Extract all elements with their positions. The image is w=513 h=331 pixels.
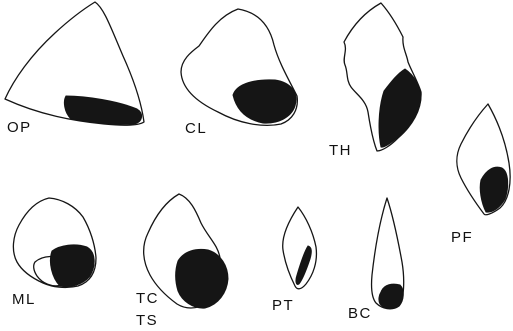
panel-pt: PT — [272, 207, 316, 314]
panel-cl: CL — [181, 9, 297, 137]
panel-ml: ML — [12, 198, 96, 308]
aperture-fill-pf — [480, 167, 507, 212]
panel-tc: TC TS — [136, 194, 228, 329]
panel-pf: PF — [451, 104, 510, 246]
label-bc: BC — [348, 305, 372, 322]
label-pt: PT — [272, 297, 294, 314]
label-ml: ML — [12, 291, 36, 308]
panel-bc: BC — [348, 198, 404, 322]
label-ts: TS — [136, 312, 158, 329]
label-cl: CL — [185, 120, 207, 137]
panel-th: TH — [329, 3, 421, 159]
label-pf: PF — [451, 229, 473, 246]
label-op: OP — [7, 119, 32, 136]
label-th: TH — [329, 142, 352, 159]
panel-op: OP — [5, 2, 144, 136]
aperture-fill-tc — [176, 249, 228, 308]
label-tc: TC — [136, 290, 159, 307]
